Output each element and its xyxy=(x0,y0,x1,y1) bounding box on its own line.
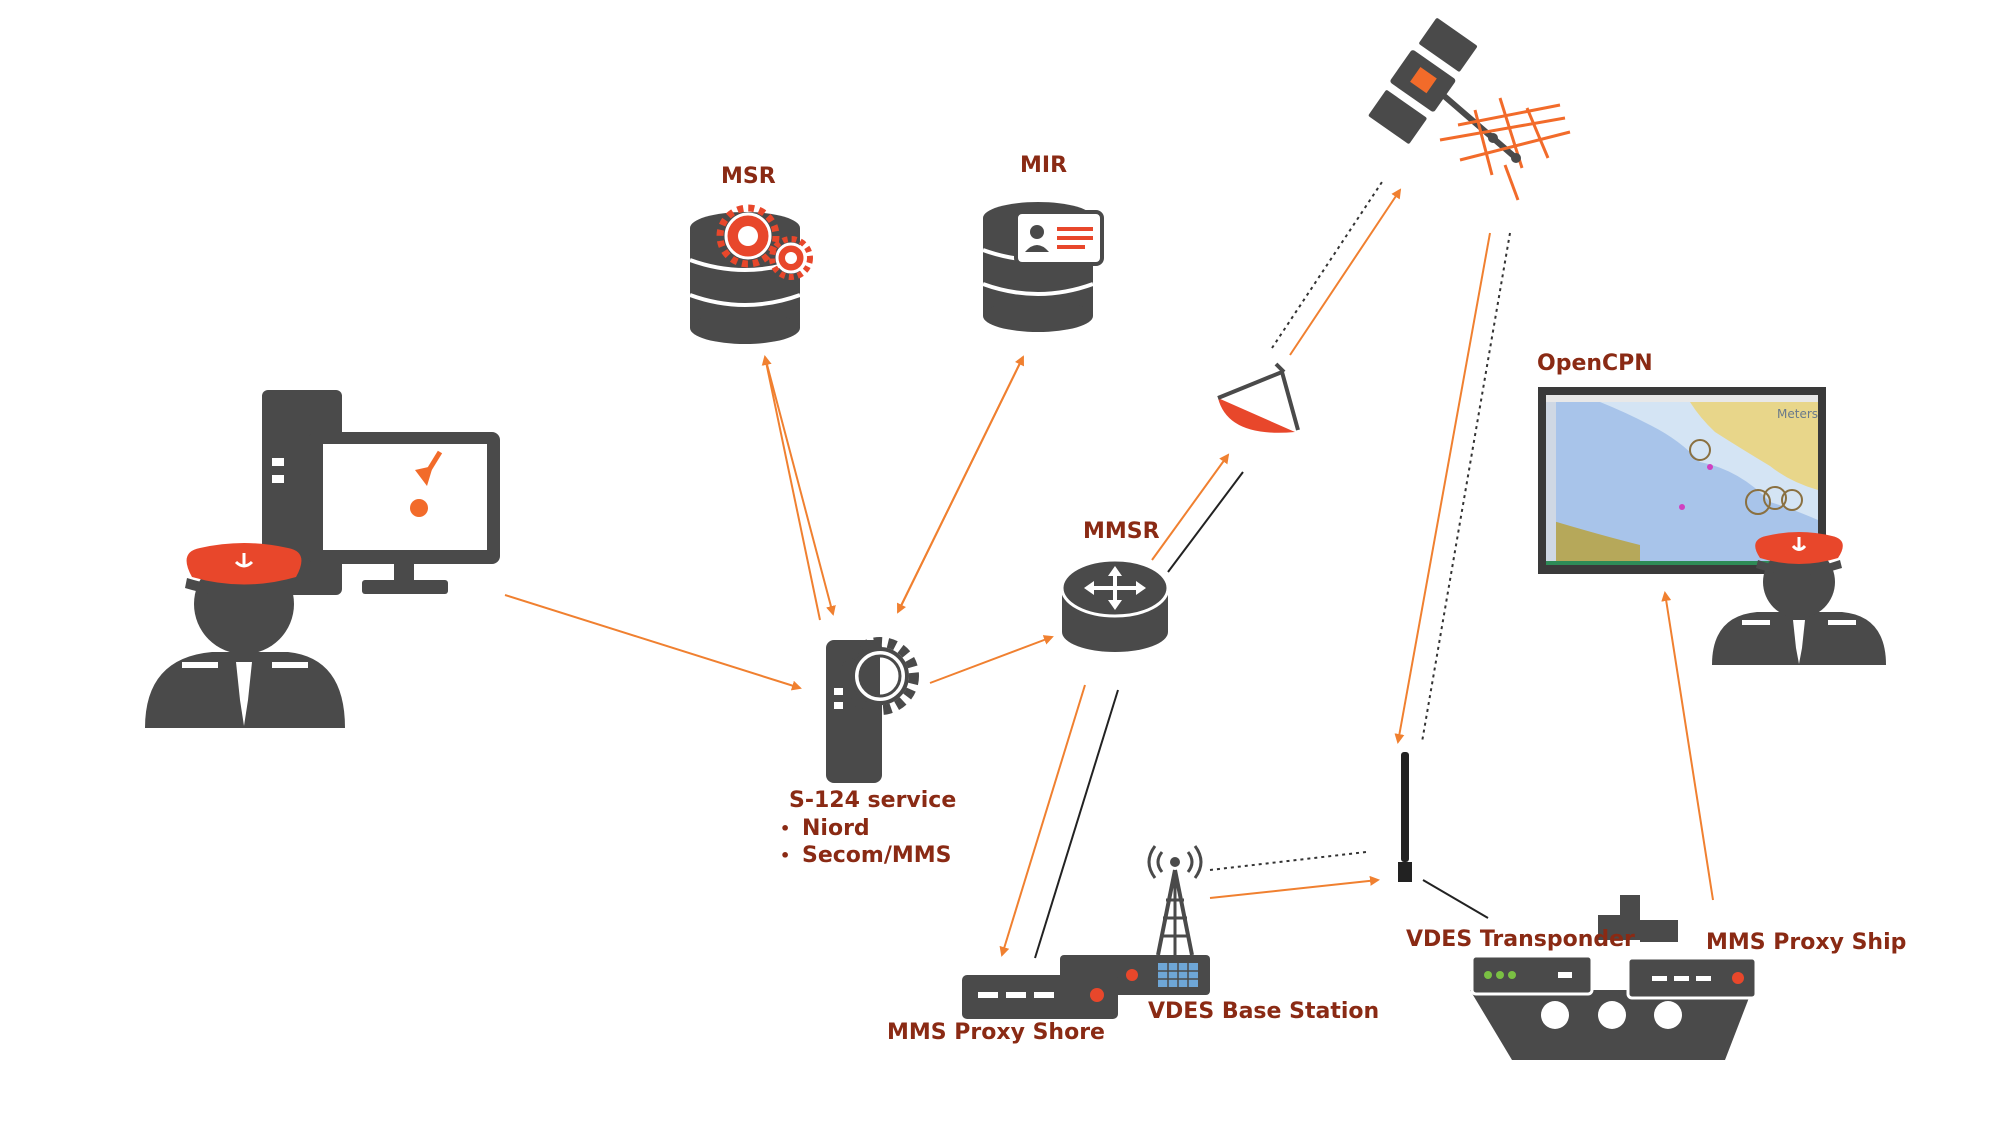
link-antenna-transponder xyxy=(1422,879,1489,919)
label-opencpn: OpenCPN xyxy=(1537,351,1653,376)
link-dish-satellite-orange xyxy=(1289,188,1402,356)
link-ship-opencpn xyxy=(1661,591,1714,901)
link-mmsr-dish-orange xyxy=(1151,453,1230,561)
label-mms-proxy-ship: MMS Proxy Ship xyxy=(1706,930,1907,955)
label-s124-service: S-124 service xyxy=(789,788,957,813)
antenna-icon xyxy=(1398,752,1412,882)
link-msr-s124-down xyxy=(764,356,836,616)
link-satellite-antenna-orange xyxy=(1394,232,1491,744)
officer-icon xyxy=(145,543,345,728)
link-s124-mmsr xyxy=(929,635,1054,684)
officer-icon xyxy=(1712,532,1886,665)
radio-tower-icon xyxy=(1147,845,1203,956)
ship-icon xyxy=(1470,895,1758,1060)
link-operator-s124 xyxy=(504,594,802,691)
operator-computer-icon xyxy=(262,390,500,595)
label-vdes-transponder: VDES Transponder xyxy=(1406,927,1635,952)
router-icon xyxy=(1060,558,1170,652)
link-dish-satellite-dotted xyxy=(1271,181,1383,349)
database-id-card-icon xyxy=(982,202,1104,332)
link-tower-antenna-orange xyxy=(1209,875,1380,899)
link-mir-s124-down xyxy=(897,356,1024,614)
network-box-icon xyxy=(962,975,1118,1019)
label-mms-proxy-shore: MMS Proxy Shore xyxy=(887,1020,1105,1045)
link-mmsr-dish-black xyxy=(1167,471,1244,573)
s124-item-secom: Secom/MMS xyxy=(780,842,952,869)
server-gear-icon xyxy=(826,637,919,783)
label-mmsr: MMSR xyxy=(1083,519,1160,544)
link-mmsr-shore-black xyxy=(1034,689,1119,959)
database-gears-icon xyxy=(689,204,813,344)
satellite-dish-icon xyxy=(1217,362,1300,433)
connections xyxy=(504,181,1714,959)
link-satellite-antenna-dotted xyxy=(1421,232,1511,743)
link-tower-antenna-dotted xyxy=(1209,851,1367,871)
label-vdes-base-station: VDES Base Station xyxy=(1148,999,1380,1024)
link-msr-s124-up xyxy=(761,355,821,621)
chart-scale-text: Meters xyxy=(1777,407,1818,421)
s124-service-list: Niord Secom/MMS xyxy=(780,815,952,869)
link-mmsr-shore-orange xyxy=(999,684,1086,957)
label-mir: MIR xyxy=(1020,153,1068,178)
s124-item-niord: Niord xyxy=(780,815,952,842)
satellite-icon xyxy=(1368,18,1571,201)
label-msr: MSR xyxy=(721,164,776,189)
